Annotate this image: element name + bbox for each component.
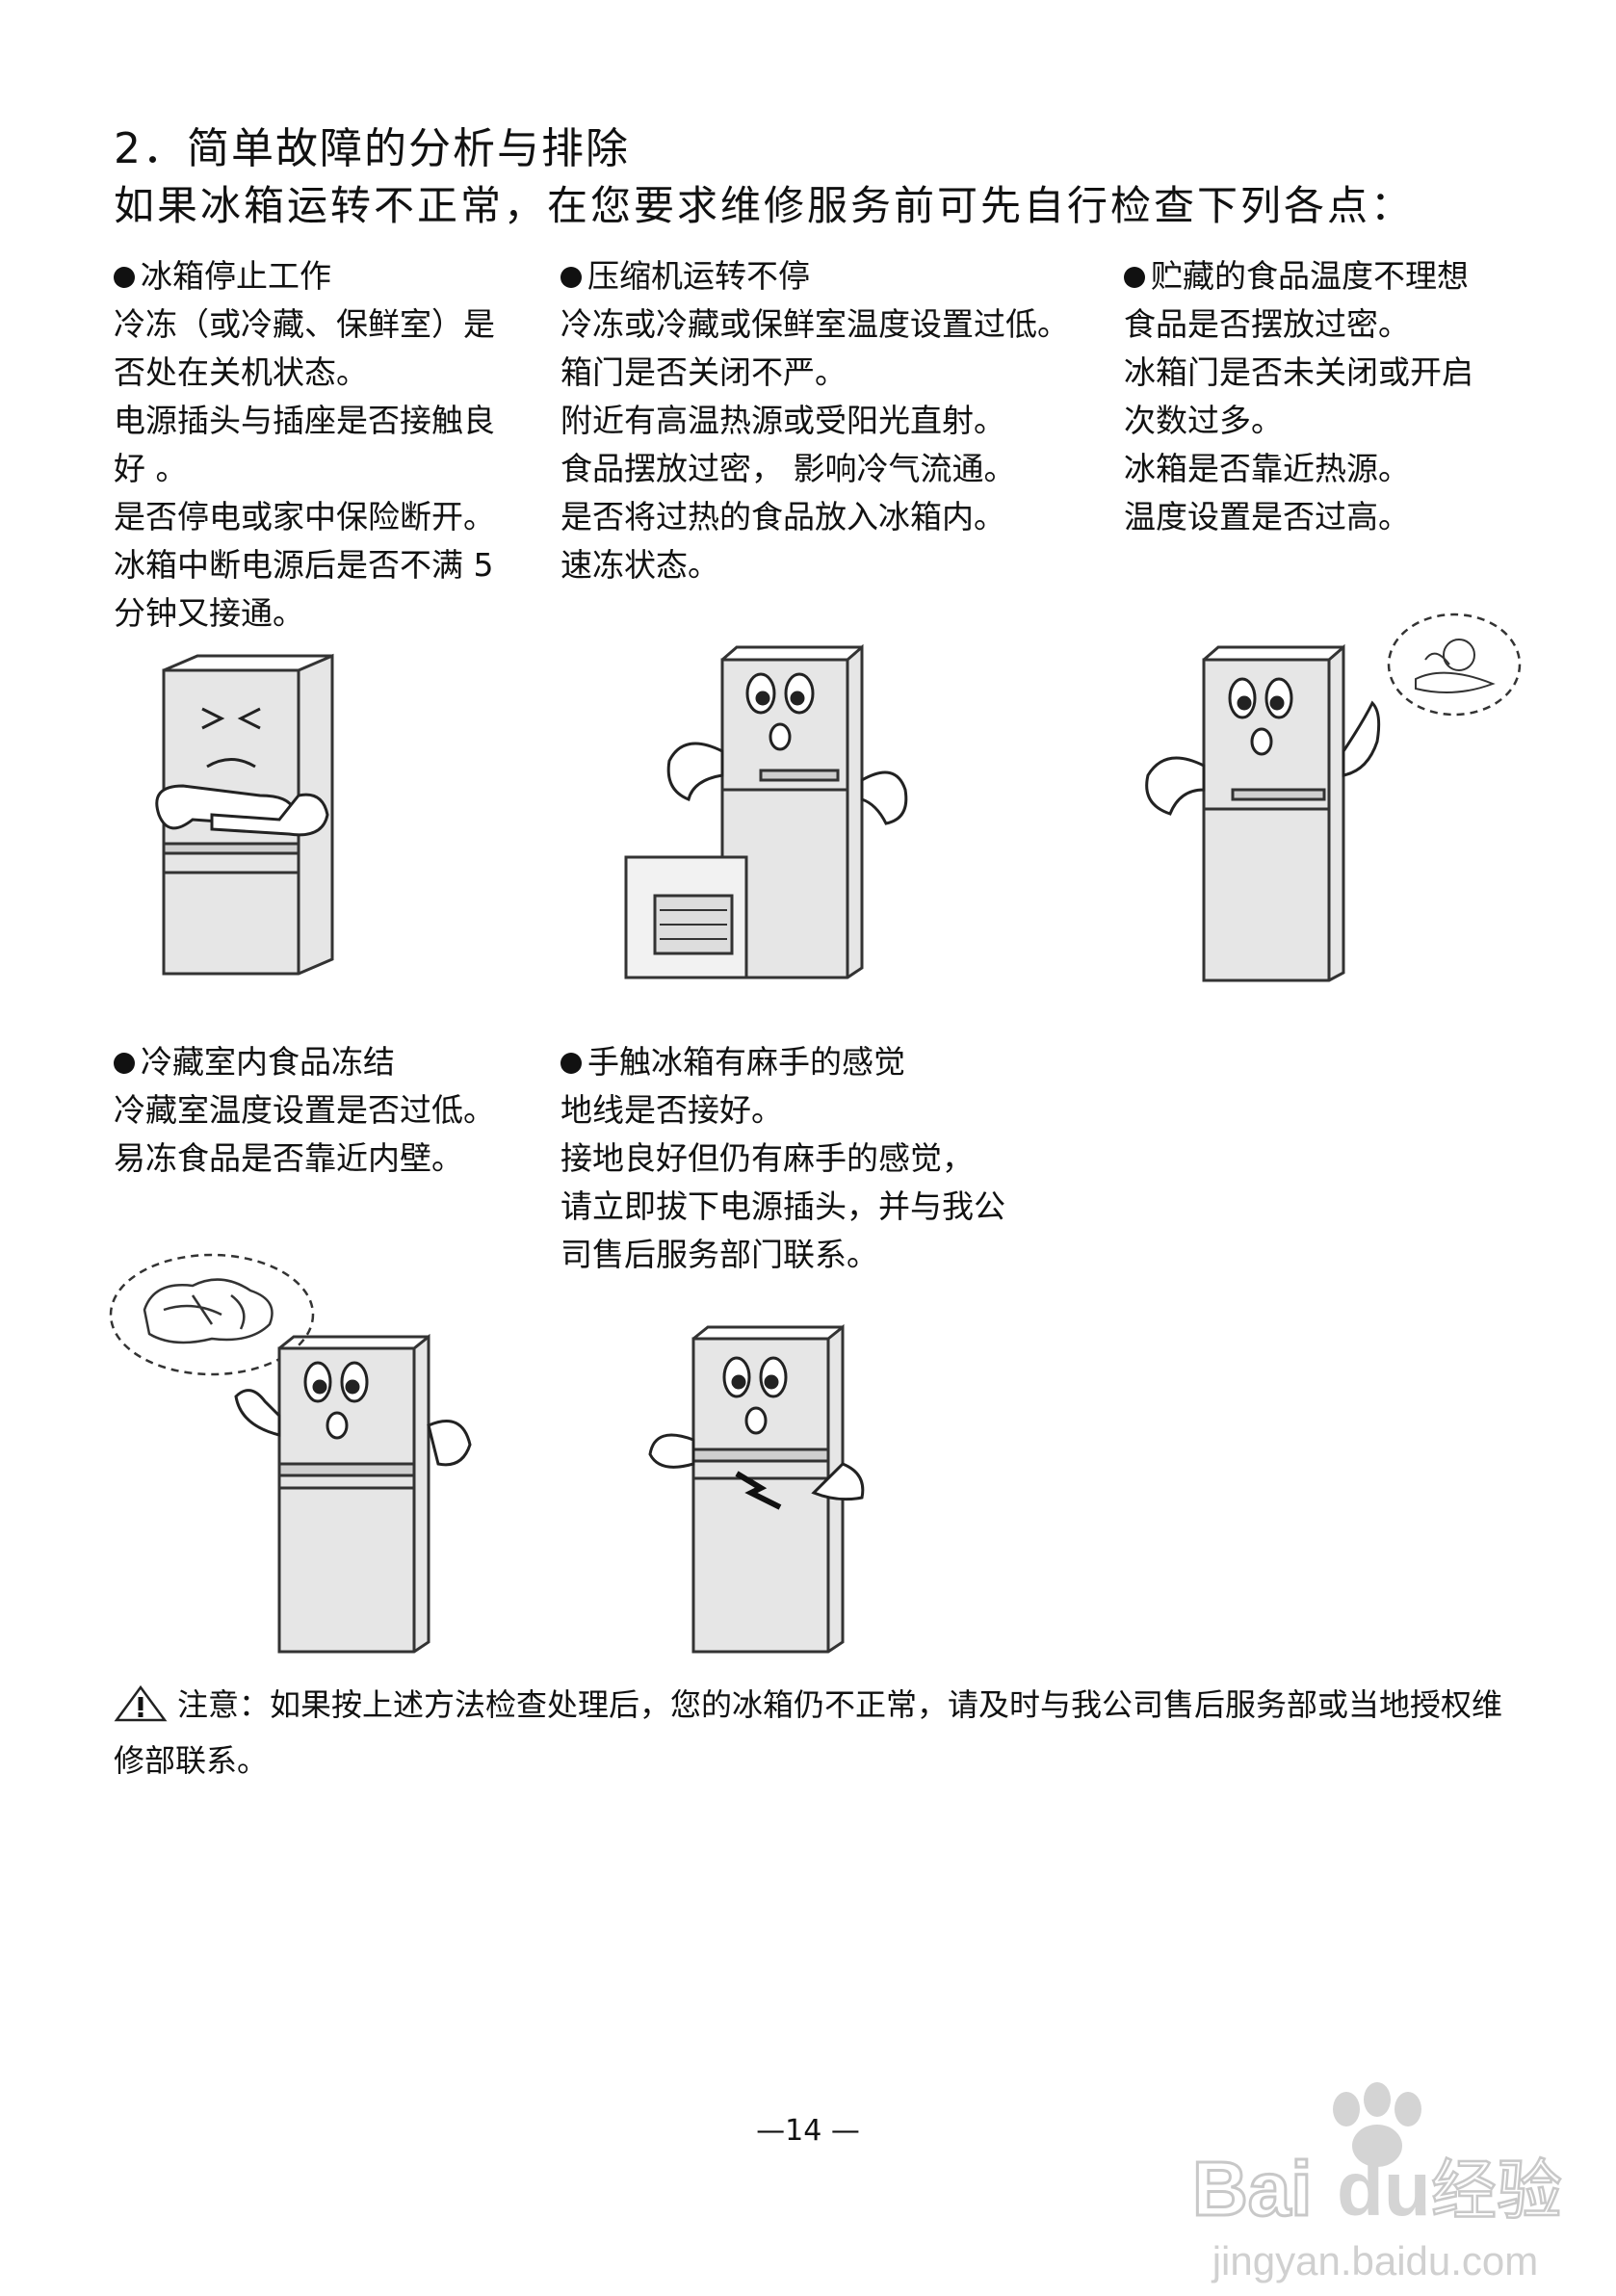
section-1-line: 否处在关机状态。 [114,353,368,391]
section-3-title: 贮藏的食品温度不理想 [1124,252,1473,300]
section-heading: 2．简单故障的分析与排除 [114,124,630,173]
section-5-title: 手触冰箱有麻手的感觉 [560,1038,1005,1086]
section-3: 贮藏的食品温度不理想 食品是否摆放过密。 冰箱门是否未关闭或开启 次数过多。 冰… [1124,252,1473,541]
lightning-icon [735,1471,782,1510]
intro-text: 如果冰箱运转不正常，在您要求维修服务前可先自行检查下列各点： [114,182,1415,229]
section-2-line: 冷冻或冷藏或保鲜室温度设置过低。 [560,305,1069,343]
fridge-crossed-arms-illustration [155,653,334,976]
thought-bubble [1387,613,1522,717]
section-5-line: 司售后服务部门联系。 [560,1236,878,1273]
section-1-line: 电源插头与插座是否接触良 [114,402,495,439]
watermark-brand: Bai [1192,2146,1313,2231]
section-4-title: 冷藏室内食品冻结 [114,1038,495,1086]
note-text: 如果按上述方法检查处理后，您的冰箱仍不正常，请及时与我公司售后服务部或当地授权维… [114,1686,1503,1779]
section-3-line: 次数过多。 [1124,402,1283,439]
caution-note: 注意：如果按上述方法检查处理后，您的冰箱仍不正常，请及时与我公司售后服务部或当地… [114,1681,1529,1785]
warning-triangle-icon [114,1684,168,1736]
section-4: 冷藏室内食品冻结 冷藏室温度设置是否过低。 易冻食品是否靠近内壁。 [114,1038,495,1183]
note-label: 注意： [177,1686,271,1723]
bullet-icon [114,1053,135,1074]
section-1-line: 冷冻（或冷藏、保鲜室）是 [114,305,495,343]
baidu-jingyan-watermark: Bai du 经验 jingyan.baidu.com [1173,2071,1577,2292]
section-2-line: 箱门是否关闭不严。 [560,353,847,391]
section-5: 手触冰箱有麻手的感觉 地线是否接好。 接地良好但仍有麻手的感觉， 请立即拔下电源… [560,1038,1005,1279]
section-2: 压缩机运转不停 冷冻或冷藏或保鲜室温度设置过低。 箱门是否关闭不严。 附近有高温… [560,252,1069,589]
section-1-line: 冰箱中断电源后是否不满 5 [114,546,494,584]
section-1: 冰箱停止工作 冷冻（或冷藏、保鲜室）是 否处在关机状态。 电源插头与插座是否接触… [114,252,495,638]
section-2-line: 食品摆放过密， 影响冷气流通。 [560,450,1016,487]
fridge-shrug-illustration [624,643,908,979]
fridge-electric-shock-illustration [648,1323,865,1654]
section-1-line: 好 。 [114,450,188,487]
section-2-line: 附近有高温热源或受阳光直射。 [560,402,1005,439]
bullet-icon [560,1053,582,1074]
section-1-line: 分钟又接通。 [114,594,304,632]
watermark-url: jingyan.baidu.com [1211,2238,1539,2283]
section-1-line: 是否停电或家中保险断开。 [114,498,495,535]
section-2-line: 是否将过热的食品放入冰箱内。 [560,498,1005,535]
section-2-title: 压缩机运转不停 [560,252,1069,300]
section-4-line: 易冻食品是否靠近内壁。 [114,1139,463,1177]
section-5-line: 接地良好但仍有麻手的感觉， [560,1139,974,1177]
section-2-line: 速冻状态。 [560,546,719,584]
watermark-brand-2: du [1337,2146,1431,2231]
watermark-suffix: 经验 [1431,2153,1562,2230]
section-1-title: 冰箱停止工作 [114,252,495,300]
section-3-line: 冰箱是否靠近热源。 [1124,450,1410,487]
section-3-line: 食品是否摆放过密。 [1124,305,1410,343]
page-number: —14 — [756,2114,860,2148]
section-3-line: 温度设置是否过高。 [1124,498,1410,535]
bullet-icon [1124,267,1145,288]
section-4-line: 冷藏室温度设置是否过低。 [114,1091,495,1129]
bullet-icon [560,267,582,288]
fridge-ice-bubble-illustration [109,1253,472,1654]
section-5-line: 地线是否接好。 [560,1091,783,1129]
thought-bubble [109,1253,315,1376]
section-3-line: 冰箱门是否未关闭或开启 [1124,353,1473,391]
fridge-food-bubble-illustration [1145,613,1522,982]
section-5-line: 请立即拔下电源插头，并与我公 [560,1187,1005,1225]
bullet-icon [114,267,135,288]
